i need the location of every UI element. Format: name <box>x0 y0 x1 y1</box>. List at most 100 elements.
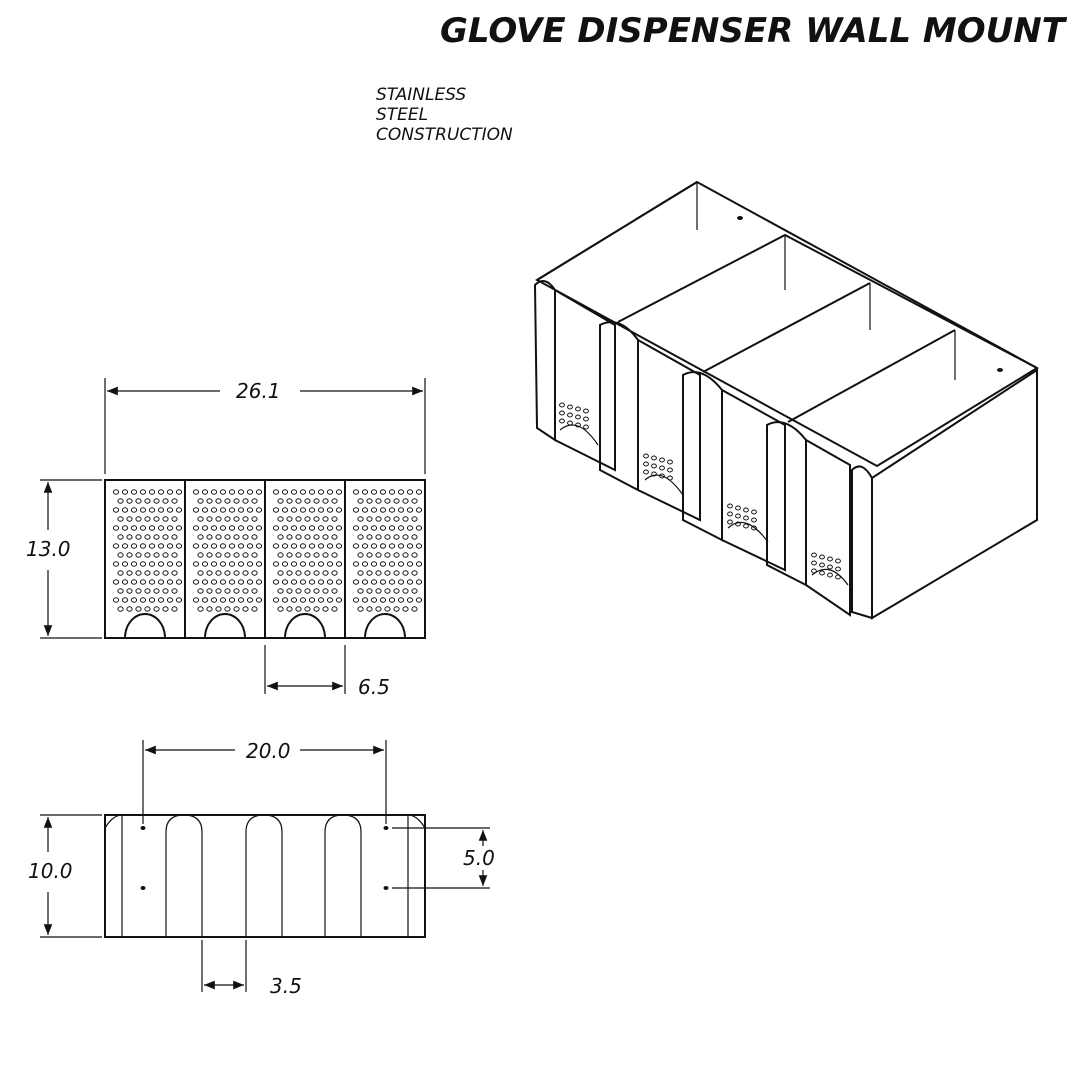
perforation-hole <box>112 507 120 513</box>
perforation-hole <box>313 552 320 558</box>
perforation-hole <box>308 489 316 495</box>
perforation-hole <box>402 606 409 612</box>
perforation-hole <box>402 552 409 558</box>
perforation-hole <box>304 588 311 594</box>
perforation-hole <box>139 543 147 549</box>
perforation-hole <box>379 579 387 585</box>
perforation-hole <box>308 525 316 531</box>
perforation-hole <box>215 588 222 594</box>
perforation-hole <box>219 597 227 603</box>
perforation-hole <box>326 597 334 603</box>
perforation-hole <box>117 606 124 612</box>
perforation-hole <box>322 498 329 504</box>
perforation-hole <box>237 561 245 567</box>
perforation-hole <box>308 561 316 567</box>
perforation-hole <box>112 561 120 567</box>
perforation-hole <box>201 489 209 495</box>
perforation-hole <box>384 570 391 576</box>
perforation-hole <box>659 465 665 471</box>
perforation-hole <box>352 579 360 585</box>
perforation-hole <box>162 498 169 504</box>
perforation-hole <box>326 579 334 585</box>
perforation-hole <box>370 489 378 495</box>
perforation-hole <box>192 561 200 567</box>
perforation-hole <box>352 489 360 495</box>
perforation-hole <box>335 597 343 603</box>
perforation-hole <box>255 561 263 567</box>
perforation-hole <box>162 516 169 522</box>
perforation-hole <box>286 570 293 576</box>
perforation-hole <box>175 579 183 585</box>
perforation-hole <box>819 562 825 568</box>
perforation-hole <box>157 561 165 567</box>
perforation-hole <box>322 588 329 594</box>
perforation-hole <box>166 579 174 585</box>
perforation-hole <box>406 507 414 513</box>
perforation-hole <box>112 579 120 585</box>
perforation-hole <box>277 534 284 540</box>
perforation-hole <box>393 606 400 612</box>
perforation-hole <box>148 597 156 603</box>
perforation-hole <box>290 489 298 495</box>
perforation-hole <box>322 534 329 540</box>
perforation-hole <box>148 489 156 495</box>
perforation-hole <box>233 606 240 612</box>
perforation-hole <box>246 489 254 495</box>
perforation-hole <box>130 597 138 603</box>
perforation-hole <box>224 570 231 576</box>
perforation-hole <box>575 422 581 428</box>
perforation-hole <box>175 597 183 603</box>
perforation-hole <box>192 507 200 513</box>
perforation-hole <box>811 560 817 566</box>
perforation-hole <box>406 489 414 495</box>
perforation-hole <box>743 523 749 529</box>
perforation-hole <box>157 597 165 603</box>
perforation-hole <box>388 597 396 603</box>
perforation-hole <box>281 525 289 531</box>
perforation-hole <box>246 543 254 549</box>
perforation-hole <box>583 416 589 422</box>
perforation-hole <box>397 561 405 567</box>
perforation-hole <box>228 489 236 495</box>
perforation-hole <box>659 473 665 479</box>
perforation-hole <box>370 543 378 549</box>
perforation-hole <box>197 534 204 540</box>
perforation-hole <box>242 552 249 558</box>
perforation-hole <box>233 534 240 540</box>
perforation-hole <box>277 552 284 558</box>
perforation-hole <box>299 597 307 603</box>
perforation-hole <box>357 498 364 504</box>
perforation-hole <box>153 552 160 558</box>
perforation-hole <box>233 570 240 576</box>
perforation-hole <box>206 498 213 504</box>
perforation-hole <box>735 521 741 527</box>
perforation-hole <box>317 543 325 549</box>
perforation-hole <box>290 543 298 549</box>
perforation-hole <box>397 579 405 585</box>
perforation-hole <box>135 606 142 612</box>
perforation-hole <box>281 543 289 549</box>
perforation-hole <box>171 552 178 558</box>
perforation-hole <box>281 597 289 603</box>
perforation-hole <box>219 525 227 531</box>
perforation-hole <box>281 561 289 567</box>
perforation-hole <box>251 516 258 522</box>
perforation-hole <box>281 579 289 585</box>
perforation-hole <box>415 597 423 603</box>
perforation-hole <box>819 570 825 576</box>
perforation-hole <box>139 561 147 567</box>
perforation-hole <box>366 588 373 594</box>
perforation-hole <box>304 516 311 522</box>
perforation-hole <box>171 516 178 522</box>
perforation-hole <box>286 534 293 540</box>
perforation-hole <box>192 525 200 531</box>
perforation-hole <box>295 606 302 612</box>
perforation-hole <box>375 552 382 558</box>
perforation-hole <box>406 579 414 585</box>
perforation-hole <box>121 543 129 549</box>
perforation-hole <box>277 606 284 612</box>
perforation-hole <box>835 566 841 572</box>
top-hole-spacing-label: 5.0 <box>463 846 495 870</box>
perforation-hole <box>135 588 142 594</box>
perforation-hole <box>402 534 409 540</box>
